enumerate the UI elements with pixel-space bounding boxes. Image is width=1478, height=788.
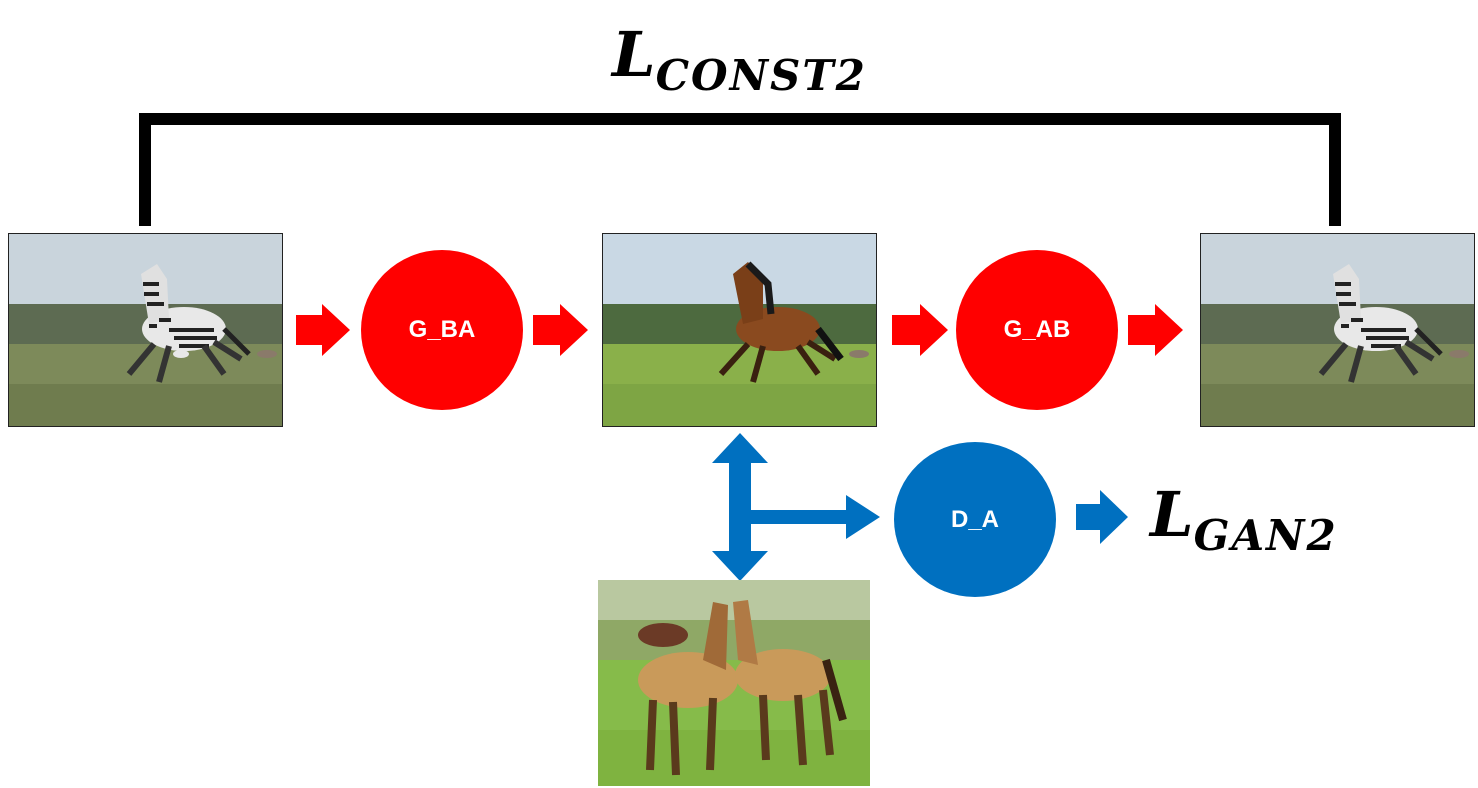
discriminator-a-node: D_A bbox=[894, 442, 1056, 597]
arrow-gba-to-translated bbox=[533, 304, 588, 356]
generator-ab-node: G_AB bbox=[956, 250, 1118, 410]
generator-ba-node: G_BA bbox=[361, 250, 523, 410]
reconstructed-zebra-image bbox=[1200, 233, 1475, 427]
translated-horse-image bbox=[602, 233, 877, 427]
arrow-input-to-gba bbox=[296, 304, 350, 356]
horses-figure bbox=[638, 600, 847, 776]
input-zebra-image bbox=[8, 233, 283, 427]
gan-loss-label: LGAN2 bbox=[1150, 478, 1338, 560]
arrow-discriminator-to-gan-loss bbox=[1076, 490, 1128, 544]
const-loss-label: LCONST2 bbox=[612, 18, 867, 100]
arrow-to-discriminator bbox=[751, 495, 880, 539]
real-horses-image bbox=[598, 580, 870, 786]
arrow-bidirectional bbox=[712, 433, 768, 581]
zebra-figure bbox=[126, 264, 251, 383]
horse-figure bbox=[718, 261, 844, 383]
const-loss-bracket bbox=[139, 113, 1341, 226]
arrow-gab-to-reconstructed bbox=[1128, 304, 1183, 356]
zebra-figure bbox=[1318, 264, 1443, 383]
arrow-translated-to-gab bbox=[892, 304, 948, 356]
